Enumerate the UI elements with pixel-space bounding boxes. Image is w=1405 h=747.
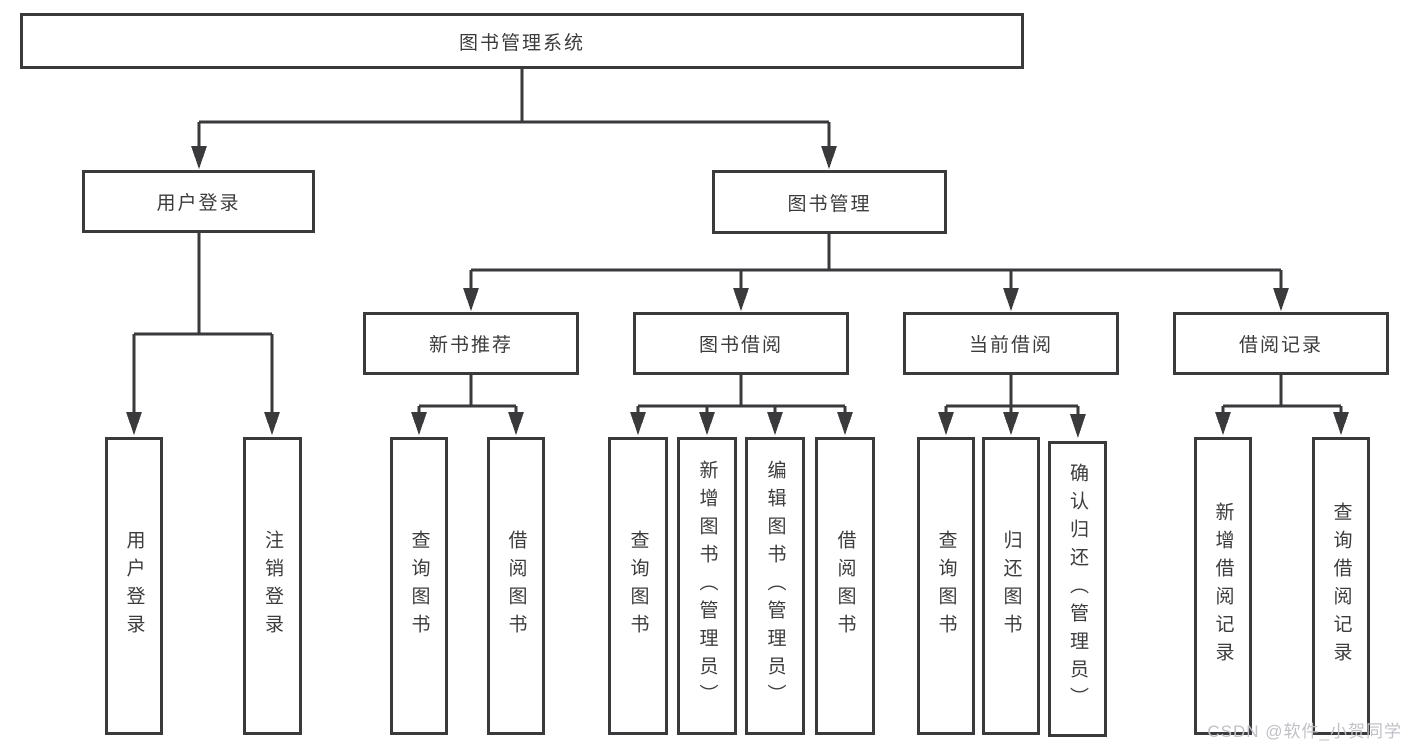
- node-label: 查询图书: [627, 530, 649, 642]
- node-label: 借阅图书: [505, 530, 527, 642]
- node-leaf-add-borrow-record: 新增借阅记录: [1194, 437, 1252, 735]
- node-label: 借阅记录: [1238, 335, 1323, 356]
- node-leaf-borrow-books-1: 借阅图书: [487, 437, 545, 735]
- node-label: 新增借阅记录: [1212, 502, 1234, 670]
- node-borrow-records: 借阅记录: [1173, 312, 1389, 375]
- node-current-borrow: 当前借阅: [903, 312, 1119, 375]
- connector-current-borrow-children: [938, 375, 1086, 438]
- node-leaf-confirm-return-admin: 确认归还（管理员）: [1048, 441, 1107, 737]
- node-label: 图书管理系统: [458, 32, 585, 54]
- node-label: 用户登录: [123, 530, 145, 642]
- node-label: 图书借阅: [698, 335, 783, 356]
- node-leaf-edit-books-admin: 编辑图书（管理员）: [745, 437, 805, 735]
- node-leaf-logout: 注销登录: [243, 437, 302, 735]
- node-leaf-query-books-1: 查询图书: [390, 437, 448, 735]
- node-leaf-query-books-2: 查询图书: [608, 437, 668, 735]
- connector-borrow-records-children: [1215, 375, 1349, 435]
- connector-book-management-children: [463, 234, 1289, 311]
- connector-user-login-children: [126, 233, 280, 435]
- csdn-watermark: CSDN @软件_小贺同学: [1207, 722, 1402, 741]
- node-library-management-system: 图书管理系统: [20, 13, 1024, 69]
- node-label: 图书管理: [787, 193, 872, 215]
- node-label: 查询图书: [935, 530, 957, 642]
- node-label: 当前借阅: [968, 335, 1053, 356]
- node-label: 确认归还（管理员）: [1067, 463, 1088, 715]
- node-new-book-recommend: 新书推荐: [363, 312, 579, 375]
- node-leaf-add-books-admin: 新增图书（管理员）: [677, 437, 737, 735]
- node-leaf-user-login: 用户登录: [105, 437, 163, 735]
- node-user-login: 用户登录: [82, 170, 315, 233]
- node-label: 查询图书: [408, 530, 430, 642]
- connector-root-to-level2: [191, 69, 837, 169]
- node-book-borrow: 图书借阅: [633, 312, 849, 375]
- node-leaf-query-borrow-record: 查询借阅记录: [1312, 437, 1370, 735]
- node-book-management: 图书管理: [712, 170, 947, 234]
- connector-book-borrow-children: [630, 375, 853, 435]
- node-label: 新增图书（管理员）: [696, 460, 718, 712]
- node-label: 编辑图书（管理员）: [764, 460, 786, 712]
- node-leaf-return-books: 归还图书: [982, 437, 1040, 735]
- node-label: 查询借阅记录: [1330, 502, 1352, 670]
- node-label: 归还图书: [1000, 530, 1022, 642]
- node-label: 用户登录: [156, 193, 241, 214]
- node-label: 新书推荐: [428, 335, 513, 356]
- node-label: 注销登录: [262, 530, 283, 642]
- connector-new-book-recommend-children: [411, 375, 524, 435]
- node-leaf-borrow-books-2: 借阅图书: [815, 437, 875, 735]
- node-leaf-query-books-3: 查询图书: [917, 437, 975, 735]
- node-label: 借阅图书: [834, 530, 856, 642]
